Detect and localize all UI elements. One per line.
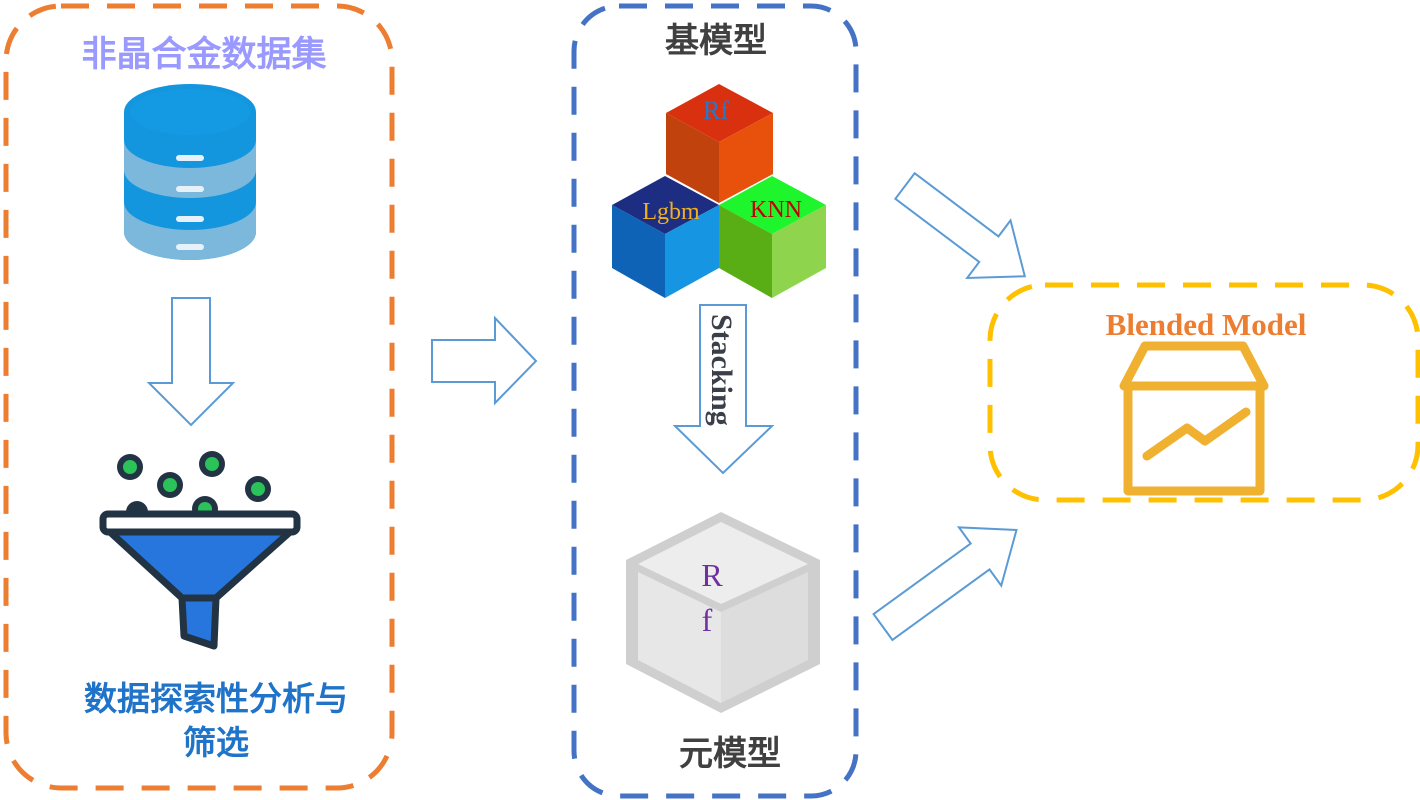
model-panel-border <box>571 3 859 799</box>
eda-caption-line1: 数据探索性分析与 <box>84 679 348 718</box>
meta-model-label-f: f <box>702 602 713 638</box>
meta-model-footer: 元模型 <box>679 734 781 774</box>
knn-cube <box>719 176 826 298</box>
down-arrow-icon <box>146 297 236 427</box>
blended-panel-border <box>987 282 1420 503</box>
rf-label: Rf <box>703 96 729 125</box>
upper-diagonal-arrow-icon <box>893 171 1027 280</box>
right-arrow-icon <box>431 315 538 406</box>
database-icon <box>124 84 256 260</box>
base-model-title: 基模型 <box>665 21 767 61</box>
base-model-cubes <box>612 84 826 298</box>
dataset-panel-border <box>3 3 395 791</box>
blended-model-title: Blended Model <box>1106 307 1307 342</box>
lgbm-label: Lgbm <box>642 199 700 225</box>
funnel-icon <box>99 451 301 650</box>
meta-model-label-r: R <box>701 557 723 593</box>
stacking-label: Stacking <box>705 314 738 426</box>
lower-diagonal-arrow-icon <box>872 526 1018 642</box>
stacking-arrow-icon <box>672 304 775 475</box>
eda-caption-line2: 筛选 <box>183 723 249 762</box>
lgbm-cube <box>612 176 719 298</box>
dataset-title: 非晶合金数据集 <box>81 34 326 75</box>
rf-cube <box>666 84 773 203</box>
chart-box-icon <box>1119 341 1269 496</box>
knn-label: KNN <box>750 197 802 223</box>
meta-model-cube <box>626 512 820 713</box>
